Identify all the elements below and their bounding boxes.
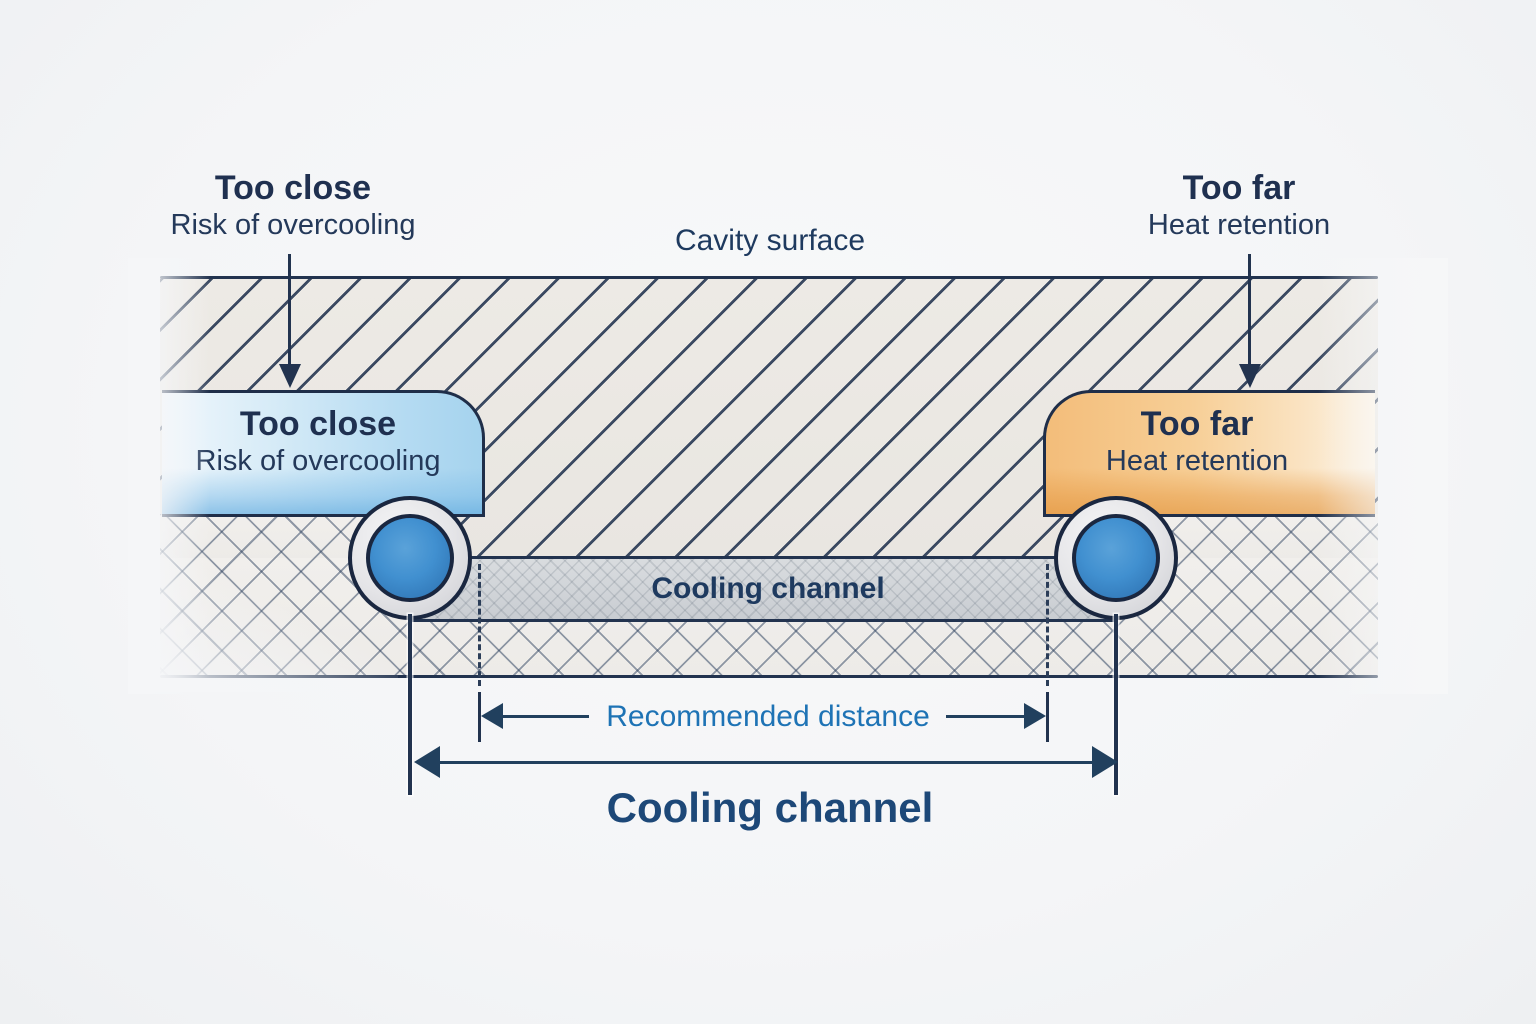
recommended-extension-dashed-left [478, 564, 481, 686]
cavity-surface-label: Cavity surface [674, 224, 866, 257]
cooling-pipe-left-bore [366, 514, 454, 602]
too-far-box-heading: Too far [1140, 405, 1254, 443]
too-close-box-text: Too close Risk of overcooling [196, 404, 441, 478]
too-far-top-heading: Too far [1182, 169, 1296, 207]
recommended-distance-label: Recommended distance [606, 700, 930, 733]
too-far-arrow-line [1248, 254, 1251, 366]
too-close-top-heading: Too close [214, 169, 372, 207]
recommended-tick-right [1046, 692, 1049, 742]
too-close-callout-box [162, 390, 485, 517]
recommended-arrowhead-right-icon [1024, 703, 1046, 729]
too-close-down-arrow-icon [279, 364, 301, 388]
too-close-box-heading: Too close [239, 405, 397, 443]
cooling-pipe-left [348, 496, 472, 620]
too-far-top-subtext: Heat retention [1147, 209, 1331, 241]
pipe-left-centerline [408, 614, 412, 795]
cooling-channel-band [410, 556, 1116, 622]
cavity-surface-line [160, 276, 1378, 279]
figure-title: Cooling channel [606, 784, 934, 831]
recommended-dimline-left [503, 715, 589, 718]
recommended-extension-dashed-right [1046, 564, 1049, 686]
channel-dimline [438, 761, 1094, 764]
recommended-arrowhead-left-icon [481, 703, 503, 729]
too-far-box-text: Too far Heat retention [1106, 404, 1288, 478]
channel-arrowhead-left-icon [414, 746, 440, 778]
cooling-channel-band-label: Cooling channel [651, 572, 885, 605]
channel-arrowhead-right-icon [1092, 746, 1118, 778]
recommended-dimline-right [946, 715, 1026, 718]
too-close-top-annotation: Too close Risk of overcooling [171, 168, 416, 242]
recommended-tick-left [478, 692, 481, 742]
mold-bottom-line [160, 675, 1378, 678]
too-close-box-subtext: Risk of overcooling [195, 445, 441, 477]
too-close-top-subtext: Risk of overcooling [170, 209, 416, 241]
too-far-top-annotation: Too far Heat retention [1148, 168, 1330, 242]
cooling-pipe-right [1054, 496, 1178, 620]
pipe-right-centerline [1114, 614, 1118, 795]
right-edge-fade [1318, 258, 1448, 694]
too-close-arrow-line [288, 254, 291, 366]
too-far-down-arrow-icon [1239, 364, 1261, 388]
cooling-pipe-right-bore [1072, 514, 1160, 602]
too-far-box-subtext: Heat retention [1105, 445, 1289, 477]
